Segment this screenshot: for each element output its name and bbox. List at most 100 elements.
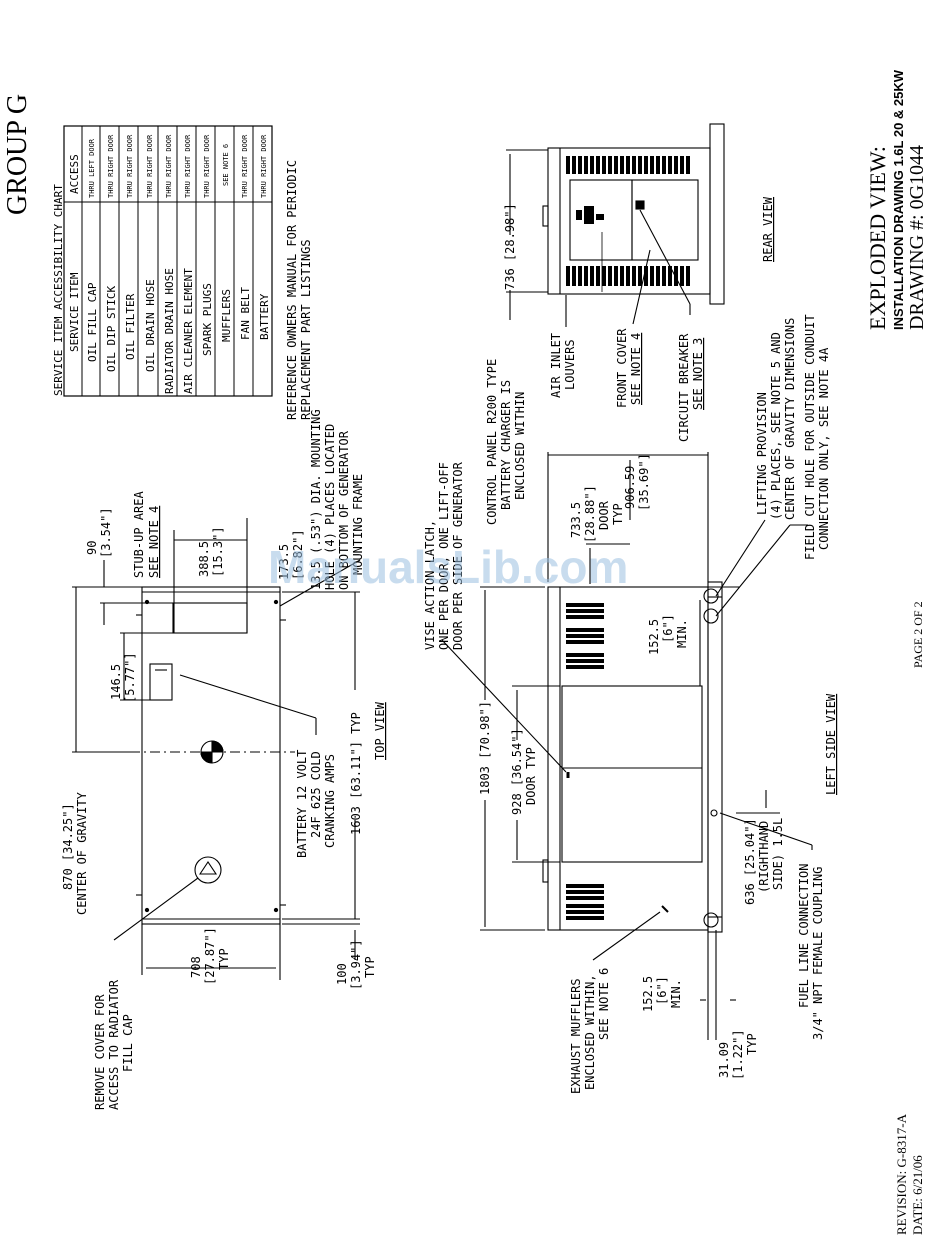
dim-1803: 1803 [70.98"] — [478, 701, 492, 795]
battery-note-3: CRANKING AMPS — [323, 754, 337, 848]
chart-row-item: SPARK PLUGS — [201, 283, 214, 356]
dim-636-3: SIDE) 1.5L — [771, 818, 785, 890]
chart-row-item: RADIATOR DRAIN HOSE — [163, 268, 176, 394]
chart-header-access: ACCESS — [68, 154, 81, 194]
left-side-view — [441, 452, 813, 1040]
dim-928-typ: DOOR TYP — [524, 747, 538, 805]
top-view — [72, 518, 361, 980]
dim-146: 146.5 — [109, 664, 123, 700]
control-panel-note-1: CONTROL PANEL R200 TYPE — [485, 359, 499, 525]
chart-row-access: THRU RIGHT DOOR — [146, 134, 154, 198]
title-line-3: DRAWING #: 0G1044 — [906, 145, 928, 330]
dim-636-1: 636 [25.04"] — [743, 818, 757, 905]
dim-733-typ: TYP — [611, 503, 625, 525]
chart-reference-1: REFERENCE OWNERS MANUAL FOR PERIODIC — [285, 160, 299, 420]
chart-row-item: MUFFLERS — [220, 289, 233, 342]
chart-row-access: SEE NOTE 6 — [222, 144, 230, 186]
battery-note-1: BATTERY 12 VOLT — [295, 750, 309, 858]
radiator-note-3: FILL CAP — [121, 1014, 135, 1072]
dim-906: 906.59 — [623, 466, 637, 509]
circuit-breaker-1: CIRCUIT BREAKER — [677, 333, 691, 442]
dim-152-top: 152.5 — [647, 619, 661, 655]
field-cut-note-1: FIELD CUT HOLE FOR OUTSIDE CONDUIT — [803, 314, 817, 560]
front-cover-1: FRONT COVER — [615, 328, 629, 408]
chart-row-access: THRU RIGHT DOOR — [184, 134, 192, 198]
lifting-note-3: CENTER OF GRAVITY DIMENSIONS — [783, 318, 797, 520]
dim-708-in: [27.87"] — [203, 927, 217, 985]
exhaust-note-1: EXHAUST MUFFLERS — [569, 978, 583, 1094]
dim-152-bottom-in: [6"] — [655, 976, 669, 1005]
chart-row-access: THRU RIGHT DOOR — [203, 134, 211, 198]
revision-date: DATE: 6/21/06 — [910, 1155, 925, 1235]
chart-row-item: AIR CLEANER ELEMENT — [182, 268, 195, 394]
latch-note-2: ONE PER DOOR, ONE LIFT-OFF — [437, 462, 451, 650]
dim-1603: 1603 [63.11"] TYP — [349, 712, 363, 835]
circuit-breaker-2: SEE NOTE 3 — [691, 338, 705, 410]
center-of-gravity-label: CENTER OF GRAVITY — [75, 791, 89, 915]
dim-31: 31.09 — [717, 1042, 731, 1078]
dim-152-top-in: [6"] — [661, 614, 675, 643]
service-chart: SERVICE ITEM ACCESSIBILITY CHART SERVICE… — [52, 125, 313, 420]
dim-906-in: [35.69"] — [637, 453, 651, 511]
chart-reference-2: REPLACEMENT PART LISTINGS — [299, 239, 313, 420]
left-side-view-label: LEFT SIDE VIEW — [824, 693, 838, 795]
field-cut-note-2: CONNECTION ONLY, SEE NOTE 4A — [817, 347, 831, 550]
dim-31-in: [1.22"] — [731, 1029, 745, 1080]
rear-louvers — [566, 156, 690, 286]
chart-title: SERVICE ITEM ACCESSIBILITY CHART — [52, 184, 65, 396]
chart-row-item: OIL FILTER — [124, 293, 137, 360]
exhaust-note-2: ENCLOSED WITHIN, — [583, 974, 597, 1090]
dim-100-in: [3.94"] — [349, 939, 363, 990]
chart-row-item: BATTERY — [258, 293, 271, 340]
revision: REVISION: G-8317-A — [894, 1113, 909, 1235]
top-view-label: TOP VIEW — [373, 701, 387, 760]
dim-31-typ: TYP — [745, 1033, 759, 1055]
dim-928: 928 [36.54"] — [510, 728, 524, 815]
watermark: ManualsLib.com — [268, 541, 628, 593]
title-line-1: EXPLODED VIEW: — [865, 146, 890, 330]
dim-736: 736 [28.98"] — [503, 203, 517, 290]
chart-header-item: SERVICE ITEM — [68, 272, 81, 352]
mounting-hole-note-2: HOLE (4) PLACES LOCATED — [323, 424, 337, 590]
latch-note-1: VISE ACTION LATCH, — [423, 520, 437, 650]
air-inlet-louvers-1: AIR INLET — [549, 333, 563, 398]
mounting-hole-note-1: 13.5 (.53") DIA. MOUNTING — [309, 409, 323, 590]
group-label: GROUP G — [2, 94, 33, 215]
chart-row-access: THRU LEFT DOOR — [88, 138, 96, 198]
fuel-line-note-2: 3/4" NPT FEMALE COUPLING — [811, 867, 825, 1040]
stub-up-note: SEE NOTE 4 — [147, 506, 161, 578]
dim-173: 173.5 — [277, 544, 291, 580]
rear-view — [506, 123, 725, 327]
lifting-note-1: LIFTING PROVISION — [755, 392, 769, 515]
dim-636-2: (RIGHTHAND — [757, 821, 771, 893]
chart-row-item: OIL DIP STICK — [105, 286, 118, 372]
dim-90: 90 — [85, 541, 99, 555]
control-panel-note-3: ENCLOSED WITHIN — [513, 392, 527, 500]
center-of-gravity-dim: 870 [34.25"] — [61, 803, 75, 890]
dim-733: 733.5 — [569, 502, 583, 538]
chart-row-access: THRU RIGHT DOOR — [165, 134, 173, 198]
dim-173-in: [6.82"] — [291, 529, 305, 580]
dim-708-typ: TYP — [217, 948, 231, 970]
lifting-note-2: (4) PLACES, SEE NOTE 5 AND — [769, 332, 783, 520]
dim-733-in: [28.88"] — [583, 485, 597, 543]
latch-note-3: DOOR PER SIDE OF GENERATOR — [451, 461, 465, 650]
stub-up-area-label: STUB-UP AREA — [132, 491, 146, 578]
dim-100: 100 — [335, 963, 349, 985]
chart-row-access: THRU RIGHT DOOR — [107, 134, 115, 198]
dim-100-typ: TYP — [363, 956, 377, 978]
chart-row-item: OIL FILL CAP — [86, 282, 99, 362]
front-cover-2: SEE NOTE 4 — [629, 333, 643, 405]
chart-row-item: OIL DRAIN HOSE — [144, 279, 157, 372]
dim-388-in: [15.3"] — [211, 526, 225, 577]
mounting-hole-note-3: ON BOTTOM OF GENERATOR — [337, 430, 351, 590]
dim-388: 388.5 — [197, 541, 211, 577]
fuel-line-note-1: FUEL LINE CONNECTION — [797, 864, 811, 1009]
rear-view-label: REAR VIEW — [761, 196, 775, 262]
mounting-hole-note-4: MOUNTING FRAME — [351, 474, 365, 575]
exhaust-note-3: SEE NOTE 6 — [597, 968, 611, 1040]
radiator-note-2: ACCESS TO RADIATOR — [107, 979, 121, 1110]
side-louvers — [566, 603, 604, 920]
dim-152-bottom: 152.5 — [641, 976, 655, 1012]
